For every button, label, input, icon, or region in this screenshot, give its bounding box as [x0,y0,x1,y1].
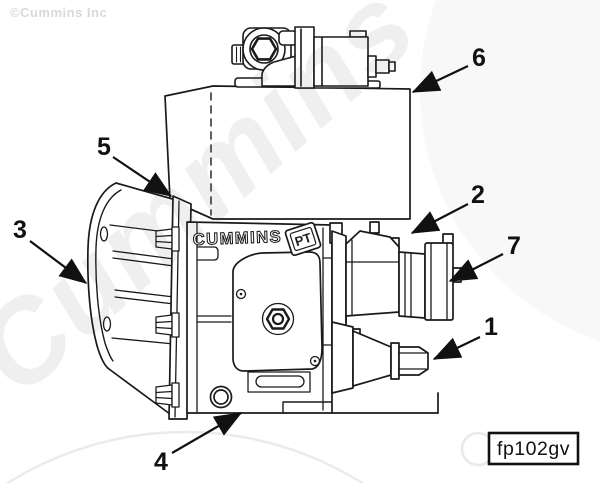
shutoff-valve-assembly [231,26,396,89]
svg-text:5: 5 [97,133,111,161]
svg-text:PT: PT [293,230,313,249]
pump-brand-label: CUMMINS [193,228,283,249]
callout-3: 3 [13,216,88,284]
mounting-flange [86,182,177,418]
callout-2: 2 [410,181,485,234]
callout-1: 1 [432,313,498,360]
adapter-plate [155,195,192,420]
shaft-nut [261,302,295,336]
fuel-shutoff-solenoid [331,321,429,394]
callout-5: 5 [97,133,173,197]
callout-4: 4 [154,412,243,476]
svg-text:2: 2 [471,181,485,209]
flange-bolt [155,226,180,252]
flange-bolt [155,382,180,408]
hex-nut [398,346,429,376]
svg-text:1: 1 [484,313,498,341]
svg-text:7: 7 [507,232,521,260]
svg-text:6: 6 [472,44,486,72]
tank-box [164,85,411,220]
figure-code: fp102gv [497,438,570,460]
copyright-watermark: ©Cummins Inc [10,5,108,20]
pt-logo: PT [284,221,322,257]
stud [369,221,380,234]
callouts: 6 5 3 2 7 1 4 [13,44,521,476]
hex-fitting [250,37,278,61]
coupling-flange [424,242,454,321]
valve-plate [294,26,315,89]
svg-text:3: 3 [13,216,27,244]
flange-bolt [155,312,180,338]
gear-pump [329,221,400,345]
bracket [261,55,297,87]
svg-text:4: 4 [154,448,168,476]
callout-6: 6 [411,44,486,93]
valve-body [313,36,369,87]
flange-ribs [109,224,175,345]
figure-code-box: fp102gv [487,431,580,466]
callout-7: 7 [448,232,521,282]
front-cover-plate [232,251,323,372]
